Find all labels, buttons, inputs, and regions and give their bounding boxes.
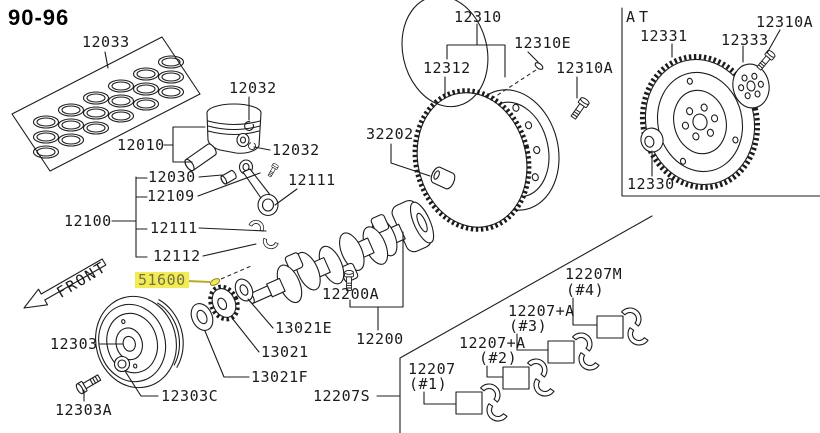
- part-label-51600-highlighted: 51600: [135, 272, 189, 288]
- part-label-12109: 12109: [147, 187, 195, 205]
- piston-pin-drawing: [184, 143, 217, 172]
- part-label-12331: 12331: [640, 27, 688, 45]
- at-panel-title: AT: [626, 8, 653, 26]
- front-end-parts-drawing: [74, 278, 254, 396]
- washer-13021F-drawing: [190, 303, 214, 331]
- part-label-13021E: 13021E: [275, 319, 333, 337]
- part-label-12100: 12100: [64, 212, 112, 230]
- connecting-rod-drawing: [220, 159, 280, 252]
- part-label-12207A-3: 12207+A: [508, 302, 575, 320]
- pulley-drawing: [95, 295, 184, 389]
- part-label-12310E: 12310E: [514, 34, 572, 52]
- flywheel-drawing: [401, 0, 591, 232]
- part-label-32202: 32202: [366, 125, 414, 143]
- part-label-12310A-at: 12310A: [756, 13, 814, 31]
- part-label-13021: 13021: [261, 343, 309, 361]
- piston-rings-drawing: [11, 36, 201, 172]
- part-label-12310A-manual: 12310A: [556, 59, 614, 77]
- piston-drawing: [184, 103, 262, 172]
- bearing-position-3: (#3): [509, 317, 548, 335]
- at-bolt-drawing: [754, 48, 777, 72]
- part-label-12200A: 12200A: [322, 285, 380, 303]
- part-label-12033: 12033: [82, 33, 130, 51]
- part-label-12207M: 12207M: [565, 265, 623, 283]
- part-label-12303: 12303: [50, 335, 98, 353]
- woodruff-key-drawing: [186, 265, 252, 286]
- pulley-bolt-drawing: [74, 372, 103, 396]
- part-label-12200: 12200: [356, 330, 404, 348]
- part-label-13021F: 13021F: [251, 368, 309, 386]
- part-label-12111-left: 12111: [150, 219, 198, 237]
- part-label-12303C: 12303C: [161, 387, 219, 405]
- gear-13021-drawing: [208, 284, 240, 322]
- leader-lines: [83, 23, 781, 433]
- part-label-12112: 12112: [153, 247, 201, 265]
- part-label-12032-top: 12032: [229, 79, 277, 97]
- at-panel-drawing: [621, 7, 820, 197]
- part-label-12303A: 12303A: [55, 401, 113, 419]
- washer-12303C-drawing: [113, 355, 131, 373]
- part-label-12333: 12333: [721, 31, 769, 49]
- part-label-12030: 12030: [148, 168, 196, 186]
- part-label-12312: 12312: [423, 59, 471, 77]
- adapter-plate-12333-drawing: [732, 63, 770, 109]
- front-arrow: [23, 258, 107, 309]
- bearing-position-4: (#4): [566, 281, 605, 299]
- part-label-12207: 12207: [408, 360, 456, 378]
- bearing-position-1: (#1): [409, 375, 448, 393]
- part-label-12330: 12330: [627, 175, 675, 193]
- spacer-12330-drawing: [640, 127, 664, 153]
- part-label-12032-side: 12032: [272, 141, 320, 159]
- part-label-12207S: 12207S: [313, 387, 371, 405]
- clip-drawing: [534, 62, 544, 70]
- at-flywheel-drawing: [639, 53, 761, 191]
- crankshaft-drawing: [247, 200, 435, 304]
- flywheel-bolt-drawing: [568, 95, 591, 121]
- part-label-12310: 12310: [454, 8, 502, 26]
- part-label-12111-right: 12111: [288, 171, 336, 189]
- pilot-bushing-drawing: [430, 166, 456, 190]
- page-code: 90-96: [8, 5, 70, 30]
- bearing-position-2: (#2): [479, 349, 518, 367]
- part-label-12207A-2: 12207+A: [459, 334, 526, 352]
- part-label-12010: 12010: [117, 136, 165, 154]
